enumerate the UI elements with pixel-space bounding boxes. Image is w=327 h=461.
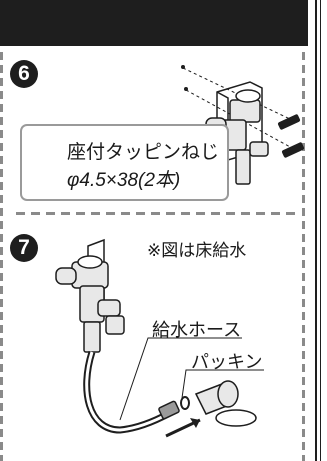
hose-label: 給水ホース (152, 320, 242, 340)
right-dashed-border (302, 52, 305, 461)
screw-spec-name: 座付タッピンねじ (67, 142, 220, 163)
packing-washer (180, 396, 190, 410)
floor-supply-note: ※図は床給水 (147, 241, 247, 260)
screw-spec-box: 座付タッピンねじ φ4.5×38(2本) (20, 124, 229, 201)
screw-spec-size: φ4.5×38(2本) (67, 170, 181, 191)
page-edge-rule-thin (320, 0, 321, 461)
valve-assembly-7 (55, 238, 125, 353)
packing-leader-line (181, 369, 191, 399)
page-edge-rule (315, 0, 317, 461)
header-bar (0, 0, 308, 46)
step-7-badge: 7 (10, 234, 38, 262)
hose-leader-line (119, 337, 152, 421)
screw-upper (277, 114, 301, 130)
floor-elbow-fitting (194, 380, 257, 427)
packing-label: パッキン (191, 352, 263, 372)
hose-nut (158, 400, 180, 420)
screw-lower (281, 142, 305, 158)
step-divider (16, 212, 298, 215)
left-dashed-border (0, 52, 3, 461)
step-6-badge: 6 (10, 60, 38, 88)
